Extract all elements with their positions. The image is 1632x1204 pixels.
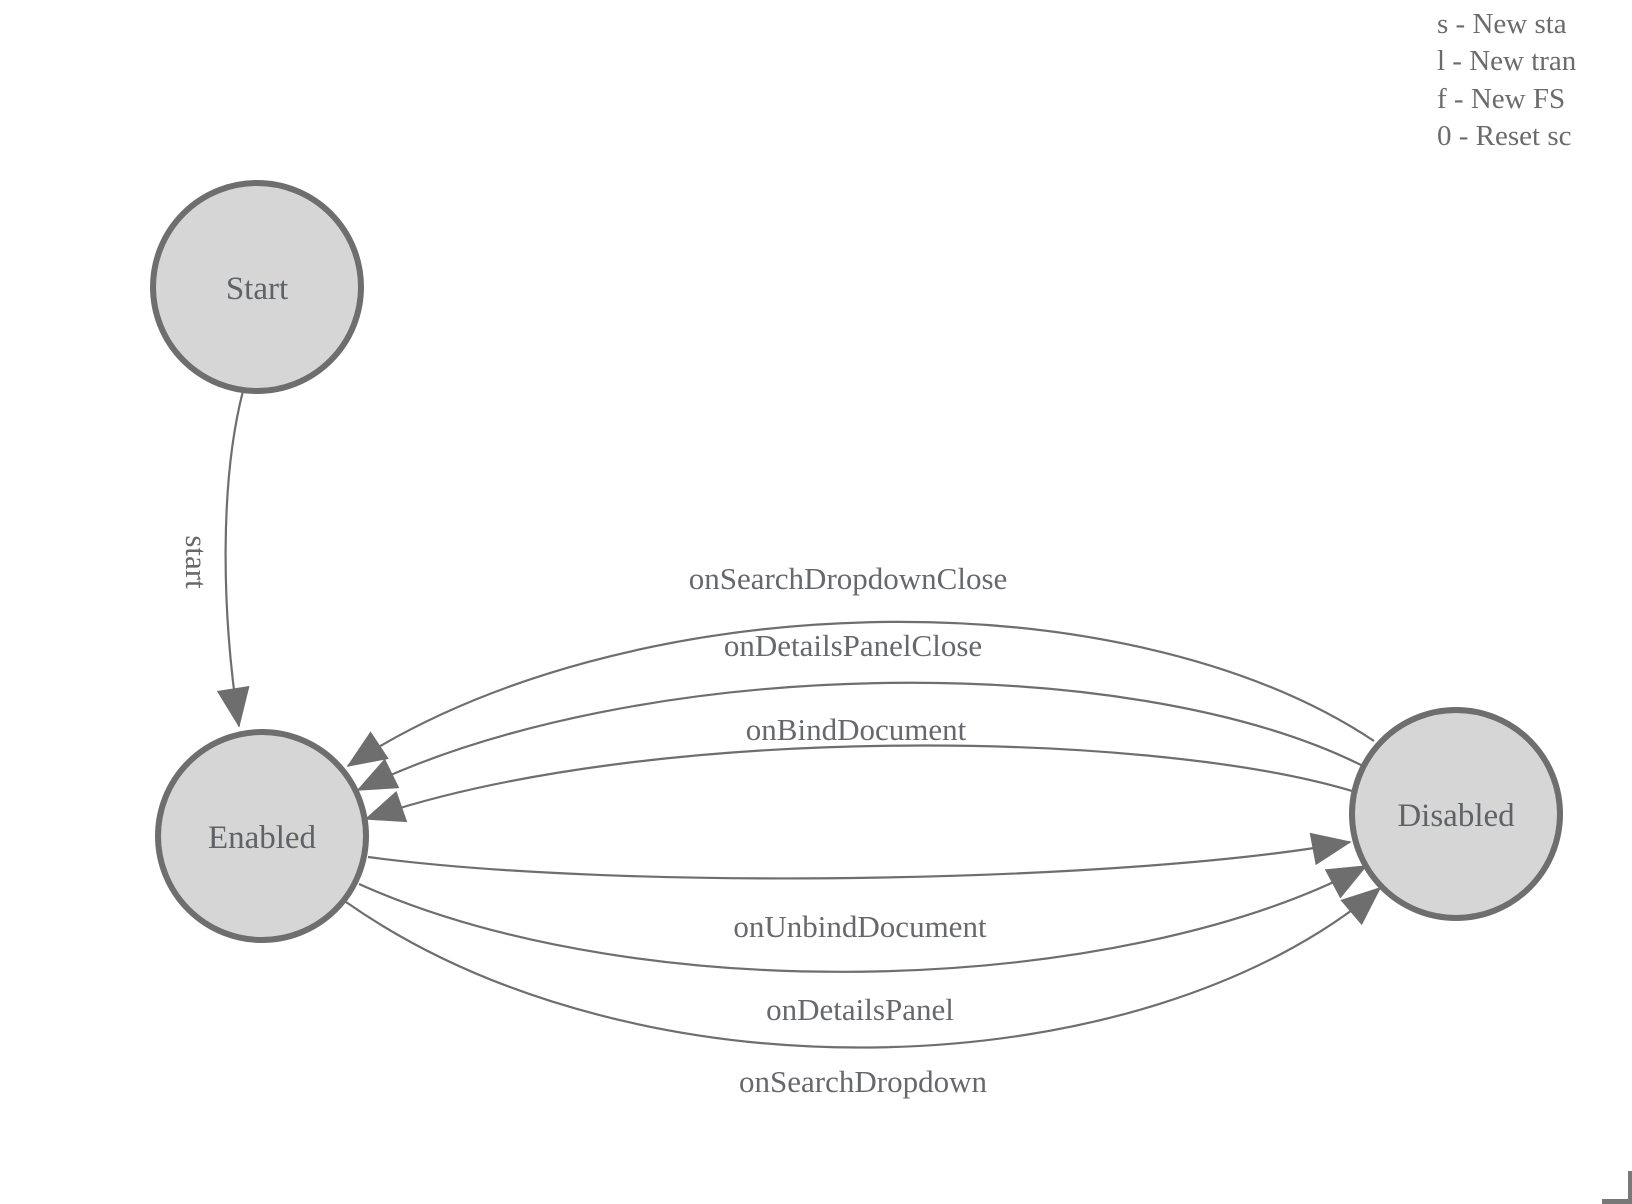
node-label-start: Start [226, 271, 288, 307]
node-label-enabled: Enabled [208, 820, 317, 856]
node-label-disabled: Disabled [1397, 798, 1515, 834]
edge-onunbinddocument[interactable] [367, 832, 1352, 880]
edge-label-onsearchdropdownclose: onSearchDropdownClose [689, 561, 1008, 596]
edge-label-start: start [179, 535, 214, 589]
legend-item-reset-scale: 0 - Reset sc [1437, 120, 1572, 153]
bottom-right-corner-vertical [1628, 1171, 1632, 1204]
edge-ondetailspanel[interactable] [358, 865, 1368, 973]
node-disabled[interactable] [1349, 707, 1563, 921]
edge-onsearchdropdown[interactable] [345, 886, 1382, 1049]
edge-label-onsearchdropdown: onSearchDropdown [739, 1064, 987, 1099]
edge-start-to-enabled[interactable] [216, 390, 250, 728]
hotkey-legend: s - New sta l - New tran f - New FS 0 - … [1437, 6, 1576, 156]
legend-item-new-transition: l - New tran [1437, 45, 1577, 78]
edge-label-ondetailspanelclose: onDetailsPanelClose [724, 628, 982, 663]
node-enabled[interactable] [155, 729, 369, 943]
edge-label-onunbinddocument: onUnbindDocument [733, 909, 987, 944]
legend-item-new-state: s - New sta [1437, 8, 1567, 40]
legend-item-new-fsm: f - New FS [1437, 82, 1566, 115]
edge-label-ondetailspanel: onDetailsPanel [766, 992, 954, 1027]
bottom-right-corner-horizontal [1602, 1199, 1632, 1204]
edge-ondetailspanelclose[interactable] [356, 681, 1364, 791]
node-start[interactable] [150, 180, 364, 394]
edge-onbinddocument[interactable] [364, 744, 1353, 823]
edge-onsearchdropdownclose[interactable] [346, 620, 1375, 767]
edge-label-onbinddocument: onBindDocument [746, 712, 967, 747]
